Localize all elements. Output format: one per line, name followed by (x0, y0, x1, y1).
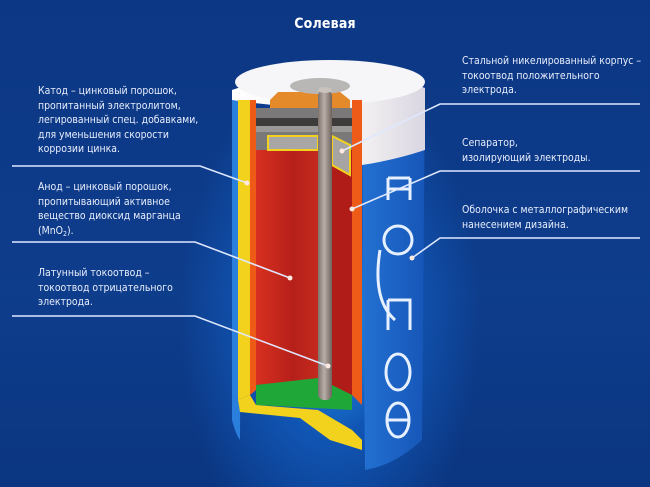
label-line: Сепаратор, (462, 137, 518, 149)
label-shell: Оболочка с металлографическим нанесением… (462, 203, 628, 232)
label-line: пропитывающий активное (38, 195, 170, 208)
cutaway-interior (238, 78, 362, 450)
label-line: изолирующий электроды. (462, 151, 591, 164)
label-line: электрода. (462, 84, 517, 97)
label-line: коррозии цинка. (38, 143, 120, 156)
label-line: вещество диоксид марганца (38, 210, 181, 223)
label-cathode: Катод – цинковый порошок, пропитанный эл… (38, 84, 198, 157)
label-line-mno2: (MnO2). (38, 224, 74, 238)
label-brass-collector: Латунный токоотвод – токоотвод отрицател… (38, 266, 173, 310)
label-line: пропитанный электролитом, (38, 99, 181, 112)
label-line: Латунный токоотвод – (38, 267, 150, 279)
label-anode: Анод – цинковый порошок, пропитывающий а… (38, 180, 181, 241)
label-line: Стальной никелированный корпус – (462, 55, 642, 67)
label-line: нанесением дизайна. (462, 218, 569, 231)
diagram-title: Солевая (294, 16, 356, 32)
label-line: Катод – цинковый порошок, (38, 85, 177, 97)
label-separator: Сепаратор, изолирующий электроды. (462, 136, 591, 165)
label-line: Анод – цинковый порошок, (38, 181, 172, 193)
label-line: электрода. (38, 296, 93, 309)
label-line: Оболочка с металлографическим (462, 204, 629, 216)
label-line: токоотвод отрицательного (38, 281, 173, 294)
leader-lines (12, 103, 640, 367)
label-line: токоотвод положительного (462, 69, 600, 82)
label-line: легированный спец. добавками, (38, 114, 199, 127)
label-steel-case: Стальной никелированный корпус – токоотв… (462, 54, 641, 98)
leader-dots (244, 148, 415, 369)
label-line: для уменьшения скорости (38, 128, 169, 141)
